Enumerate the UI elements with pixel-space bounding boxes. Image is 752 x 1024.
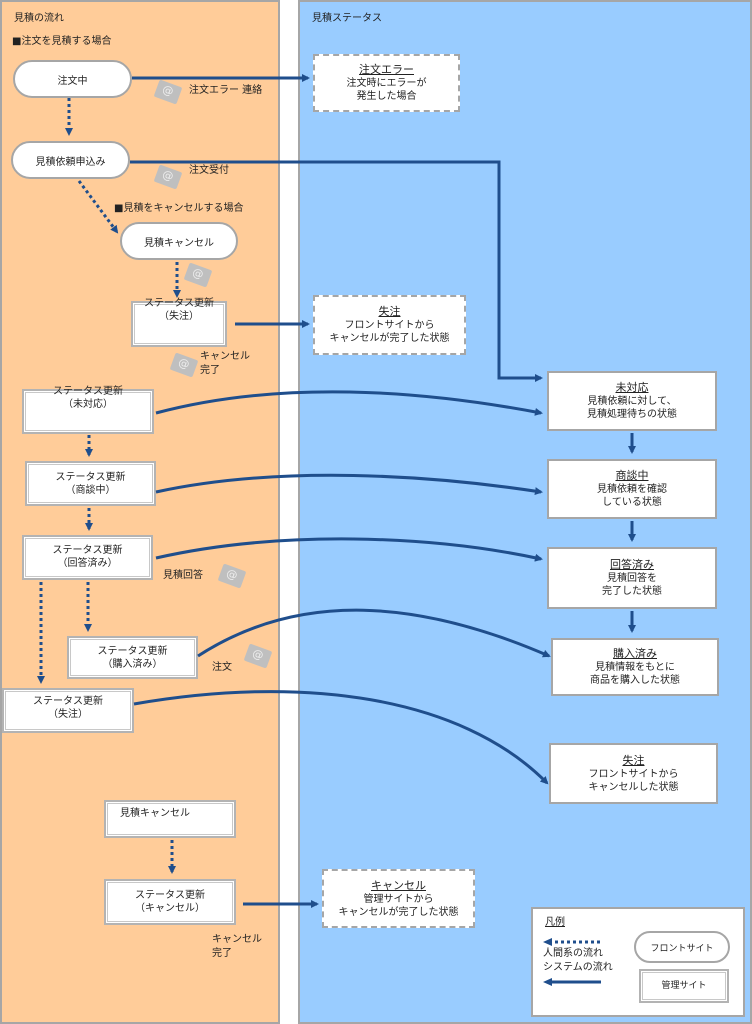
state-desc-line2: キャンセルが完了した状態 bbox=[338, 906, 459, 918]
node-estimate-request[interactable]: 見積依頼申込み bbox=[11, 141, 130, 179]
node-label-line1: ステータス更新 bbox=[53, 386, 123, 397]
heading-order-estimate: ■注文を見積する場合 bbox=[12, 36, 112, 47]
node-estimate-cancel-front-label: 見積キャンセル bbox=[144, 237, 214, 249]
state-desc-line2: している状態 bbox=[602, 497, 662, 508]
state-answered[interactable]: 回答済み 見積回答を 完了した状態 bbox=[547, 547, 717, 609]
node-label-line2: （失注） bbox=[159, 311, 199, 322]
state-lost[interactable]: 失注 フロントサイトから キャンセルした状態 bbox=[549, 743, 718, 804]
state-desc-line1: フロントサイトから bbox=[344, 320, 435, 331]
mail-label-cancel-done-admin-line2: 完了 bbox=[212, 948, 232, 959]
mail-label-order-error: 注文エラー 連絡 bbox=[189, 85, 263, 96]
node-status-cancel[interactable]: ステータス更新 （キャンセル） bbox=[104, 879, 236, 925]
node-status-answered[interactable]: ステータス更新 （回答済み） bbox=[22, 535, 153, 580]
node-status-lost-front[interactable]: ステータス更新 （失注） bbox=[131, 298, 227, 347]
state-negotiating[interactable]: 商談中 見積依頼を確認 している状態 bbox=[547, 459, 717, 519]
legend-system-flow-arrow-icon bbox=[543, 978, 601, 986]
state-title: 失注 bbox=[378, 305, 401, 318]
state-title: 商談中 bbox=[615, 469, 649, 482]
state-title: キャンセル bbox=[371, 878, 426, 892]
state-desc-line2: 見積処理待ちの状態 bbox=[587, 409, 677, 420]
state-order-error[interactable]: 注文エラー 注文時にエラーが 発生した場合 bbox=[313, 54, 460, 112]
mail-label-cancel-done-line2: 完了 bbox=[200, 365, 220, 376]
state-cancel[interactable]: キャンセル 管理サイトから キャンセルが完了した状態 bbox=[322, 869, 475, 928]
lane-title-flow: 見積の流れ bbox=[14, 13, 64, 24]
state-desc-line2: 完了した状態 bbox=[602, 586, 662, 597]
node-status-negotiating[interactable]: ステータス更新 （商談中） bbox=[25, 461, 156, 506]
state-desc-line1: 見積依頼に対して、 bbox=[587, 396, 677, 407]
state-desc-line1: フロントサイトから bbox=[588, 768, 679, 780]
state-title: 失注 bbox=[622, 753, 645, 767]
node-label-line2: （未対応） bbox=[63, 399, 113, 410]
lane-title-status: 見積ステータス bbox=[312, 13, 382, 24]
node-label-line1: ステータス更新 bbox=[97, 646, 168, 657]
legend-admin-site-label: 管理サイト bbox=[661, 980, 707, 991]
node-status-lost[interactable]: ステータス更新 （失注） bbox=[2, 688, 134, 733]
node-label-line2: （商談中） bbox=[65, 485, 116, 496]
legend-admin-site: 管理サイト bbox=[639, 969, 729, 1003]
state-lost-front[interactable]: 失注 フロントサイトから キャンセルが完了した状態 bbox=[313, 295, 466, 355]
node-ordering-label: 注文中 bbox=[57, 75, 88, 87]
state-title: 注文エラー bbox=[359, 63, 414, 76]
state-desc-line1: 管理サイトから bbox=[363, 893, 434, 905]
legend-title: 凡例 bbox=[545, 917, 565, 928]
node-ordering[interactable]: 注文中 bbox=[13, 60, 132, 98]
node-estimate-cancel-admin[interactable]: 見積キャンセル bbox=[104, 800, 236, 838]
node-label-line2: （回答済み） bbox=[57, 558, 118, 569]
state-unhandled[interactable]: 未対応 見積依頼に対して、 見積処理待ちの状態 bbox=[547, 371, 717, 431]
node-estimate-cancel-front[interactable]: 見積キャンセル bbox=[120, 222, 238, 260]
state-desc-line1: 見積回答を bbox=[607, 573, 657, 584]
node-label-line1: ステータス更新 bbox=[33, 696, 103, 707]
node-label-line2: （失注） bbox=[48, 709, 88, 720]
state-desc-line2: キャンセルした状態 bbox=[588, 781, 679, 793]
state-title: 未対応 bbox=[615, 381, 649, 394]
state-desc-line1: 見積依頼を確認 bbox=[597, 484, 667, 495]
mail-label-cancel-done-line1: キャンセル bbox=[200, 351, 250, 362]
node-status-unhandled[interactable]: ステータス更新 （未対応） bbox=[22, 386, 154, 434]
legend-front-site-label: フロントサイト bbox=[650, 943, 714, 954]
state-desc-line1: 注文時にエラーが bbox=[346, 78, 427, 89]
heading-cancel-estimate: ■見積をキャンセルする場合 bbox=[114, 203, 244, 214]
legend-human-flow-arrow-icon bbox=[543, 938, 601, 946]
node-label-line2: （購入済み） bbox=[102, 659, 163, 670]
mail-label-order: 注文 bbox=[212, 662, 232, 673]
state-desc-line2: 発生した場合 bbox=[356, 91, 417, 102]
mail-label-cancel-done-admin-line1: キャンセル bbox=[212, 934, 262, 945]
node-label-line1: ステータス更新 bbox=[144, 298, 214, 309]
legend-front-site: フロントサイト bbox=[634, 931, 730, 963]
state-desc-line2: 商品を購入した状態 bbox=[590, 675, 680, 686]
legend: 凡例 人間系の流れ システムの流れ フロントサイト 管理サイト bbox=[531, 907, 745, 1017]
legend-system-flow: システムの流れ bbox=[543, 962, 613, 973]
state-title: 回答済み bbox=[610, 558, 654, 571]
node-label-line1: ステータス更新 bbox=[52, 545, 123, 556]
node-label-line1: ステータス更新 bbox=[55, 472, 126, 483]
state-purchased[interactable]: 購入済み 見積情報をもとに 商品を購入した状態 bbox=[551, 638, 719, 696]
legend-human-flow: 人間系の流れ bbox=[543, 948, 603, 959]
state-desc-line1: 見積情報をもとに bbox=[595, 662, 675, 673]
node-estimate-request-label: 見積依頼申込み bbox=[35, 156, 106, 168]
mail-label-estimate-answer: 見積回答 bbox=[163, 570, 203, 581]
state-desc-line2: キャンセルが完了した状態 bbox=[329, 333, 450, 344]
node-label-line2: （キャンセル） bbox=[135, 903, 205, 914]
node-status-purchased[interactable]: ステータス更新 （購入済み） bbox=[67, 636, 198, 679]
state-title: 購入済み bbox=[613, 647, 657, 660]
node-label-line1: ステータス更新 bbox=[135, 890, 205, 901]
mail-label-order-received: 注文受付 bbox=[189, 165, 229, 176]
node-label-line1: 見積キャンセル bbox=[120, 808, 190, 819]
